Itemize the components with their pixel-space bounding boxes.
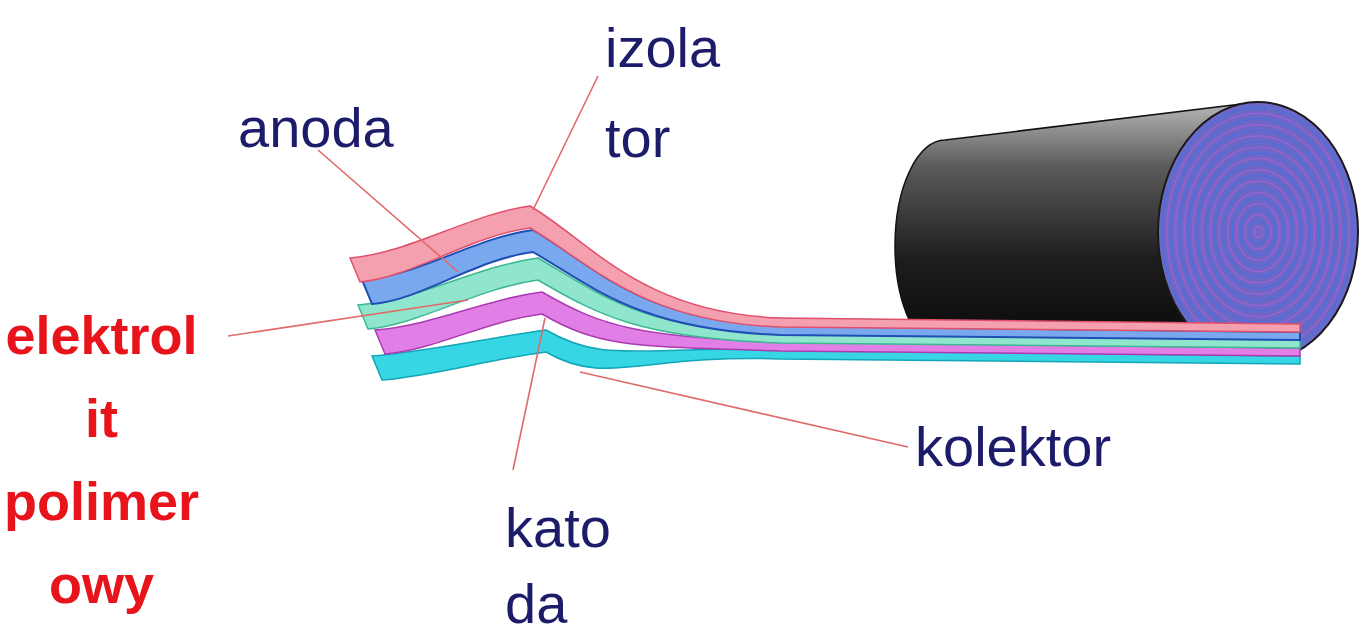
part-label: kolektor (915, 407, 1111, 487)
winding-ring (1219, 181, 1297, 283)
leader-line (228, 300, 468, 336)
winding-ring (1193, 147, 1323, 317)
winding-ring (1210, 170, 1306, 294)
winding-ring (1254, 226, 1263, 237)
winding-ring (1201, 159, 1314, 306)
winding-ring (1188, 142, 1327, 323)
winding-ring (1236, 204, 1279, 261)
winding-ring (1241, 209, 1276, 254)
winding-ring (1197, 153, 1319, 311)
roll-windings (1162, 108, 1353, 357)
part-label: izola tor (605, 3, 720, 183)
winding-ring (1245, 215, 1271, 249)
winding-ring (1180, 130, 1337, 333)
winding-ring (1184, 136, 1332, 328)
winding-ring (1232, 198, 1284, 266)
leader-line (580, 372, 908, 447)
winding-ring (1206, 164, 1310, 300)
winding-ring (1215, 175, 1302, 288)
winding-ring (1162, 108, 1353, 357)
part-label: anoda (238, 88, 394, 168)
winding-ring (1249, 221, 1266, 244)
winding-ring (1228, 192, 1289, 271)
separator-layer (350, 206, 1300, 332)
winding-ring (1167, 113, 1350, 350)
leader-line (533, 76, 598, 210)
highlighted-part-label: elektrol it polimer owy (4, 294, 199, 626)
leader-line (318, 150, 458, 272)
winding-ring (1223, 187, 1293, 277)
winding-ring (1171, 119, 1345, 345)
leader-line (513, 318, 545, 470)
part-label: kato da (505, 490, 611, 636)
winding-ring (1175, 125, 1340, 340)
